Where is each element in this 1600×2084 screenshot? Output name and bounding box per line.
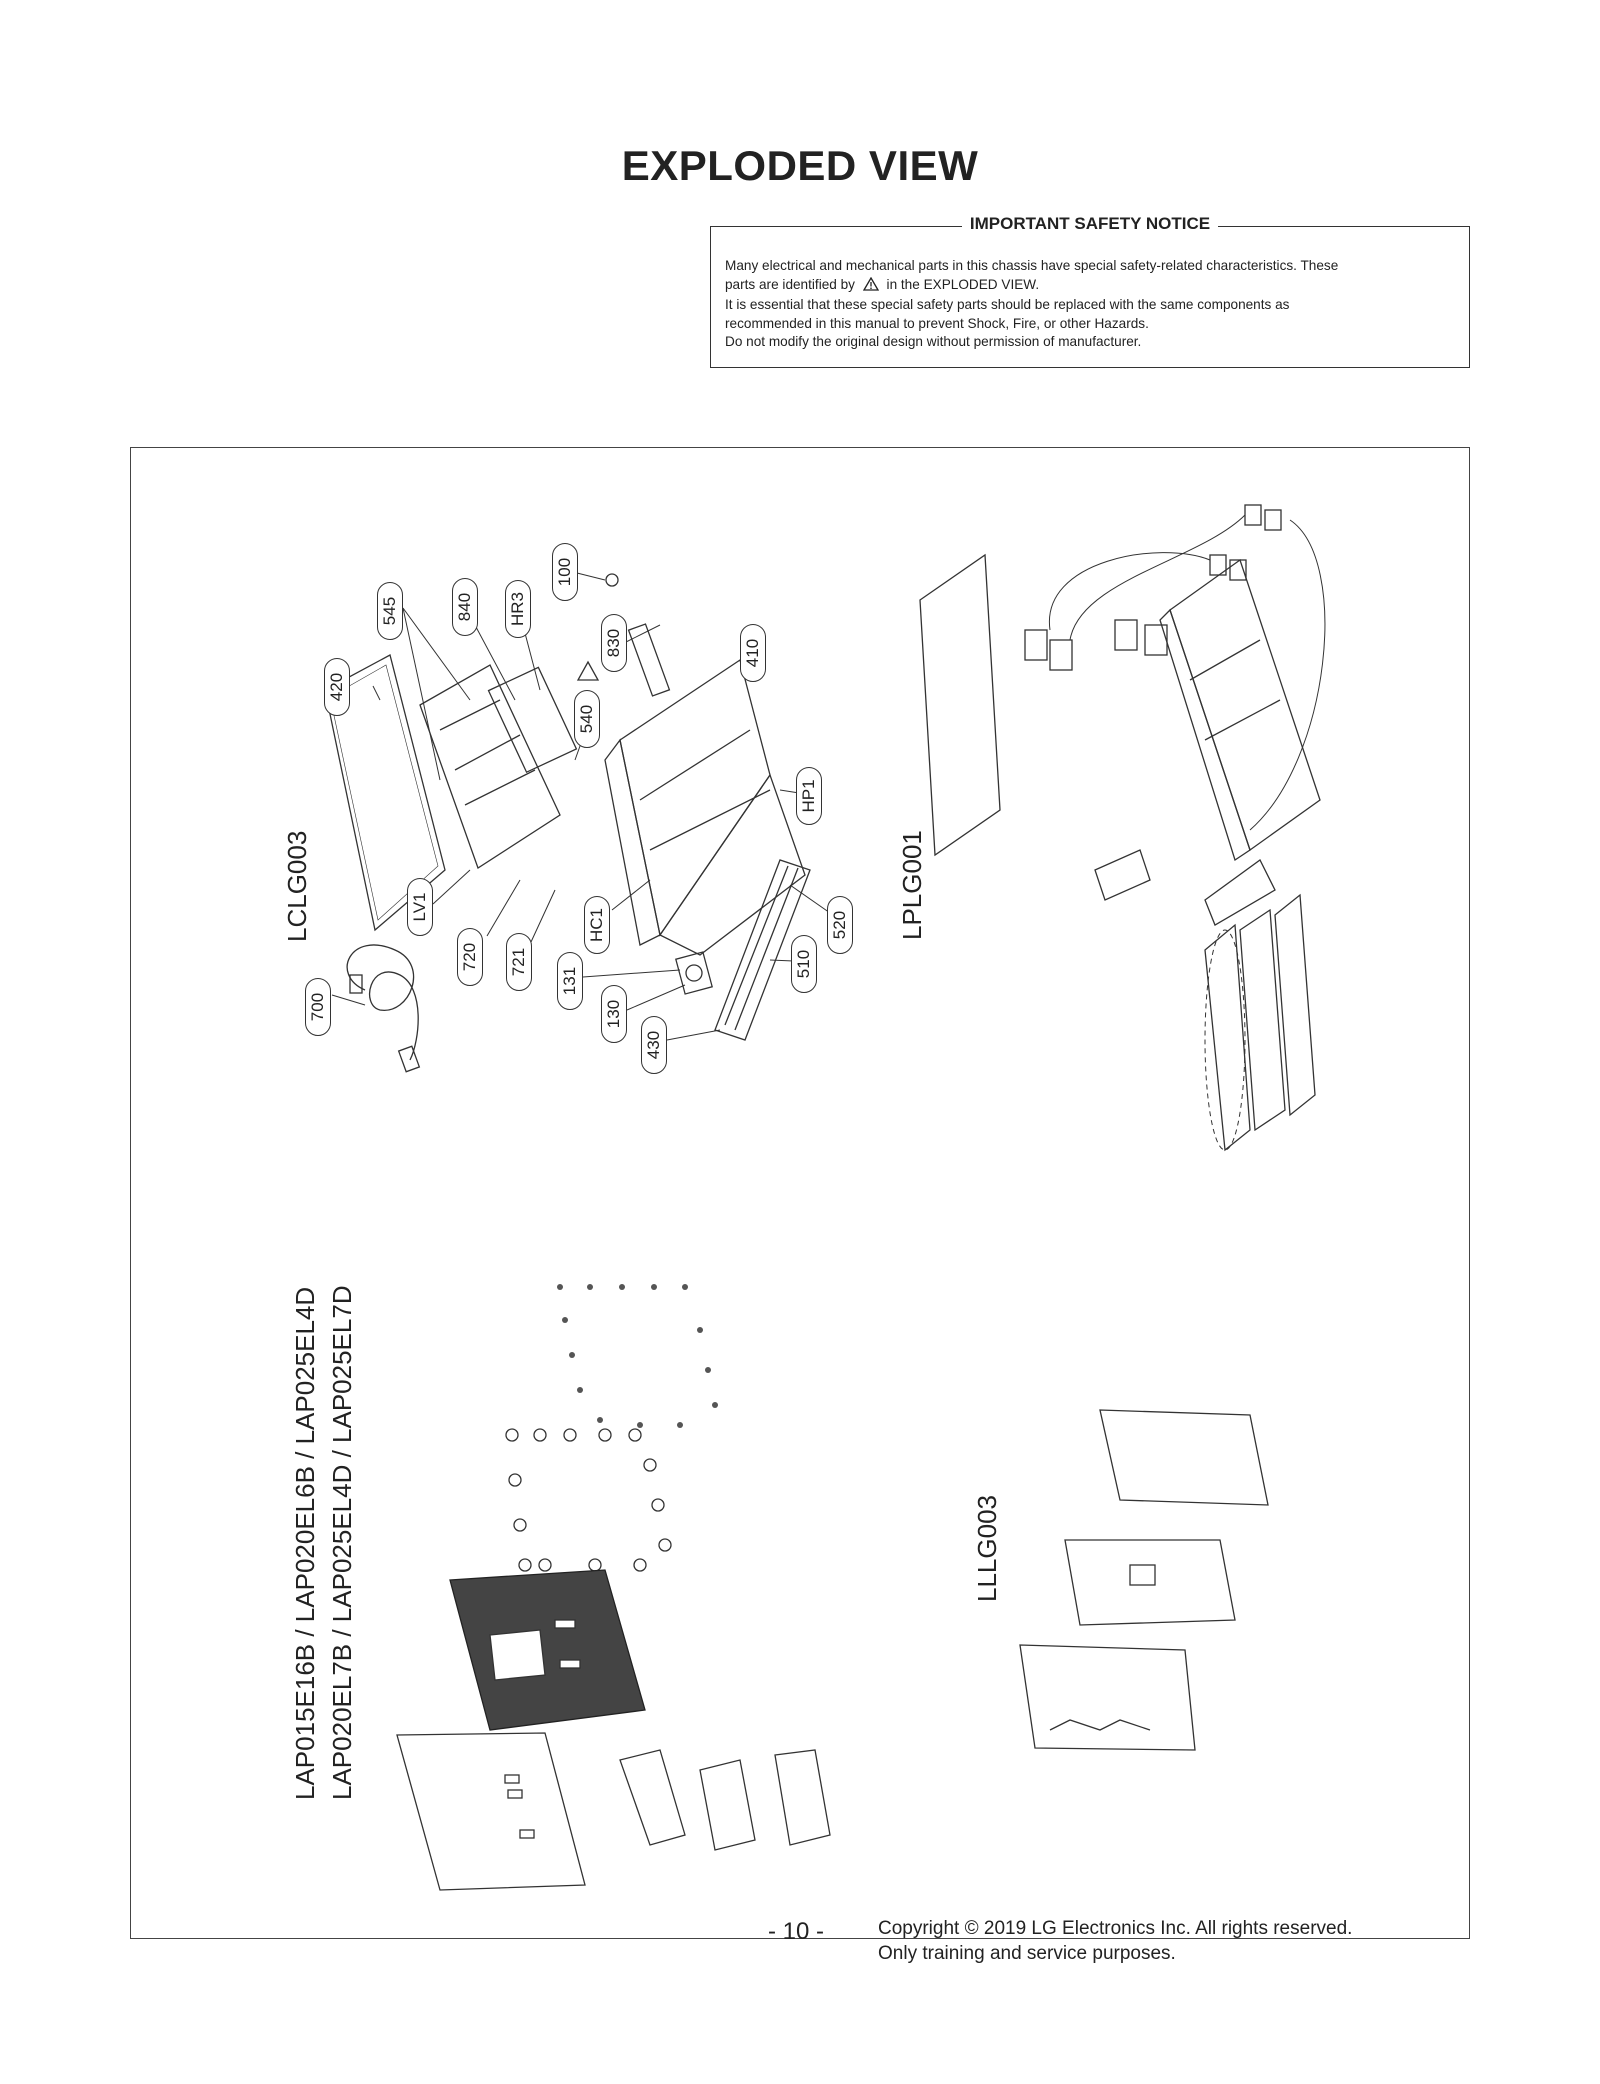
- safety-mark-icon: [576, 660, 600, 681]
- page-number: - 10 -: [768, 1918, 825, 1945]
- power-cover-panel: [919, 553, 1001, 857]
- notice-line-1: Many electrical and mechanical parts in …: [725, 258, 1339, 273]
- callout-430: 430: [641, 1016, 667, 1074]
- power-frame: [1159, 558, 1321, 862]
- main-chassis-box: [604, 658, 806, 956]
- section-label-lllg003: LLLG003: [972, 1495, 1002, 1602]
- power-connectors: [1024, 504, 1326, 831]
- screw-pattern: [557, 1284, 718, 1428]
- callout-520: 520: [827, 896, 853, 954]
- section-label-lplg001: LPLG001: [897, 830, 927, 940]
- chassis-handle: [627, 623, 671, 697]
- exploded-view-frame: [130, 447, 1470, 1939]
- callout-420: 420: [324, 658, 350, 716]
- callout-410: 410: [740, 624, 766, 682]
- callout-720: 720: [457, 928, 483, 986]
- safety-notice-body: Many electrical and mechanical parts in …: [725, 257, 1455, 352]
- power-bracket: [1204, 859, 1276, 926]
- copyright-notice: Copyright © 2019 LG Electronics Inc. All…: [878, 1916, 1352, 1966]
- notice-line-4: recommended in this manual to prevent Sh…: [725, 315, 1149, 331]
- callout-lv1: LV1: [407, 878, 433, 936]
- control-board: [419, 664, 561, 869]
- callout-721: 721: [506, 933, 532, 991]
- led-brackets: [619, 1749, 831, 1851]
- model-list-line-1: LAP015E16B / LAP020EL6B / LAP025EL4D: [290, 1286, 320, 1800]
- copyright-line-1: Copyright © 2019 LG Electronics Inc. All…: [878, 1918, 1353, 1939]
- power-supply-units: [1204, 893, 1316, 1152]
- page-title: EXPLODED VIEW: [621, 142, 979, 189]
- notice-line-2: parts are identified by in the EXPLODED …: [725, 276, 1455, 297]
- callout-510: 510: [791, 935, 817, 993]
- callout-830: 830: [601, 614, 627, 672]
- callout-545: 545: [377, 582, 403, 640]
- callout-hp1: HP1: [796, 767, 822, 825]
- callout-840: 840: [452, 578, 478, 636]
- power-cord: [346, 944, 421, 1073]
- copyright-line-2: Only training and service purposes.: [878, 1943, 1176, 1964]
- led-back-plate: [396, 1732, 586, 1891]
- callout-131: 131: [557, 952, 583, 1010]
- control-bracket: [487, 666, 578, 774]
- safety-notice-box: IMPORTANT SAFETY NOTICE Many electrical …: [710, 214, 1470, 368]
- control-cover-plate: [324, 654, 446, 932]
- part-100-washer: [605, 573, 619, 587]
- led-panel: [449, 1569, 646, 1731]
- lllg-board: [1064, 1539, 1236, 1626]
- callout-hr3: HR3: [505, 580, 531, 638]
- callout-540: 540: [574, 690, 600, 748]
- safety-notice-heading: IMPORTANT SAFETY NOTICE: [961, 214, 1219, 233]
- warning-triangle-icon: [862, 276, 879, 297]
- callout-130: 130: [601, 985, 627, 1043]
- heat-sink: [714, 859, 811, 1041]
- callout-100: 100: [552, 543, 578, 601]
- lllg-frame: [1019, 1644, 1196, 1751]
- magnet-pattern: [505, 1428, 672, 1572]
- fan-unit: [675, 951, 713, 995]
- callout-leader-lines: [331, 571, 844, 1041]
- model-list-line-2: LAP020EL7B / LAP025EL4D / LAP025EL7D: [327, 1285, 357, 1800]
- notice-line-3: It is essential that these special safet…: [725, 297, 1290, 312]
- notice-line-5: Do not modify the original design withou…: [725, 334, 1142, 349]
- callout-700: 700: [305, 978, 331, 1036]
- callout-hc1: HC1: [584, 896, 610, 954]
- power-module-small: [1094, 849, 1151, 901]
- section-label-lclg003: LCLG003: [282, 830, 312, 942]
- lllg-cover: [1099, 1409, 1269, 1506]
